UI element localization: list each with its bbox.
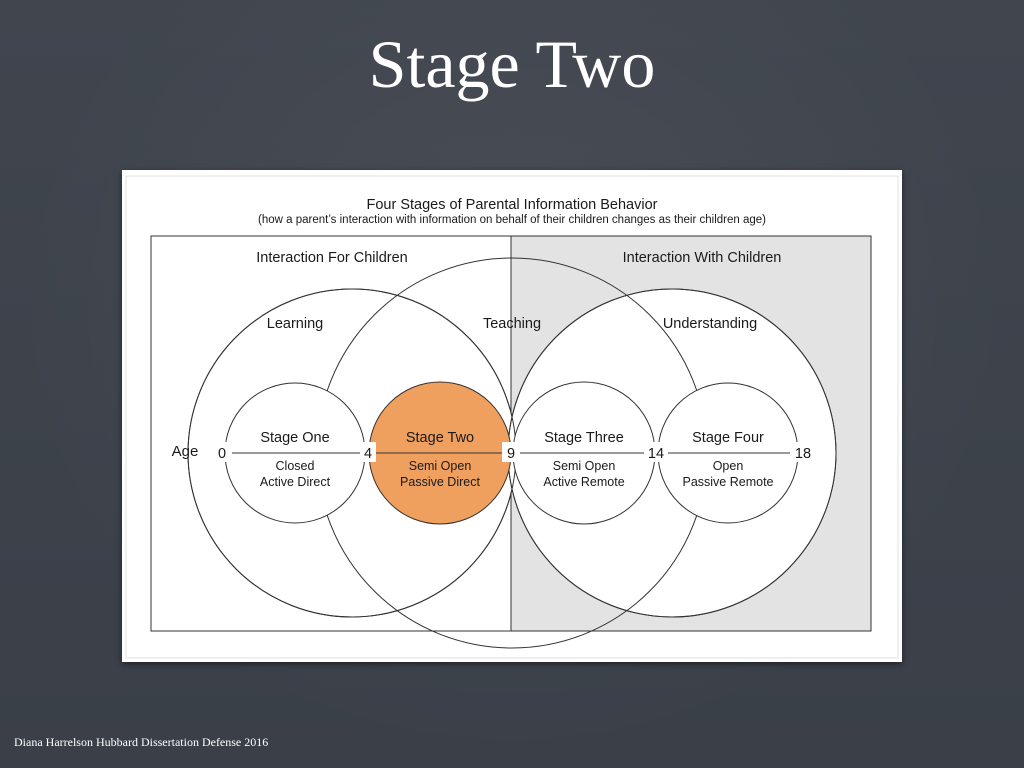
- age-tick-18: 18: [795, 446, 811, 462]
- slide-title: Stage Two: [368, 26, 656, 102]
- diagram-subtitle: (how a parent’s interaction with informa…: [258, 214, 766, 226]
- stage-one-line2: Active Direct: [260, 475, 331, 489]
- age-9-bg: [502, 442, 520, 462]
- stage-one-line1: Closed: [276, 459, 315, 473]
- teaching-label: Teaching: [483, 316, 541, 332]
- card-frame: [125, 175, 899, 659]
- stage-two-line2: Passive Direct: [400, 475, 480, 489]
- stage-one-name: Stage One: [260, 430, 329, 446]
- age-axis-label: Age: [172, 443, 199, 460]
- stage-three-line2: Active Remote: [543, 475, 624, 489]
- slide-footer: Diana Harrelson Hubbard Dissertation Def…: [14, 735, 269, 749]
- learning-label: Learning: [267, 316, 323, 332]
- age-4-bg: [360, 442, 376, 462]
- age-tick-0: 0: [218, 446, 226, 462]
- age-tick-14: 14: [648, 446, 664, 462]
- diagram-title: Four Stages of Parental Information Beha…: [367, 197, 658, 213]
- age-tick-4: 4: [364, 446, 372, 462]
- stage-four-line1: Open: [713, 459, 744, 473]
- understanding-label: Understanding: [663, 316, 757, 332]
- stage-three-name: Stage Three: [544, 430, 624, 446]
- region-left-label: Interaction For Children: [256, 250, 408, 266]
- diagram-card: Four Stages of Parental Information Beha…: [122, 170, 902, 662]
- age-14-bg: [644, 442, 668, 462]
- stage-four-line2: Passive Remote: [682, 475, 773, 489]
- age-18-bg: [790, 442, 816, 462]
- stage-two-line1: Semi Open: [409, 459, 472, 473]
- age-0-bg: [214, 442, 230, 462]
- region-right-label: Interaction With Children: [623, 250, 782, 266]
- stage-three-line1: Semi Open: [553, 459, 616, 473]
- stages-diagram: Four Stages of Parental Information Beha…: [125, 175, 899, 659]
- stage-four-name: Stage Four: [692, 430, 764, 446]
- age-tick-9: 9: [507, 446, 515, 462]
- stage-two-name: Stage Two: [406, 430, 474, 446]
